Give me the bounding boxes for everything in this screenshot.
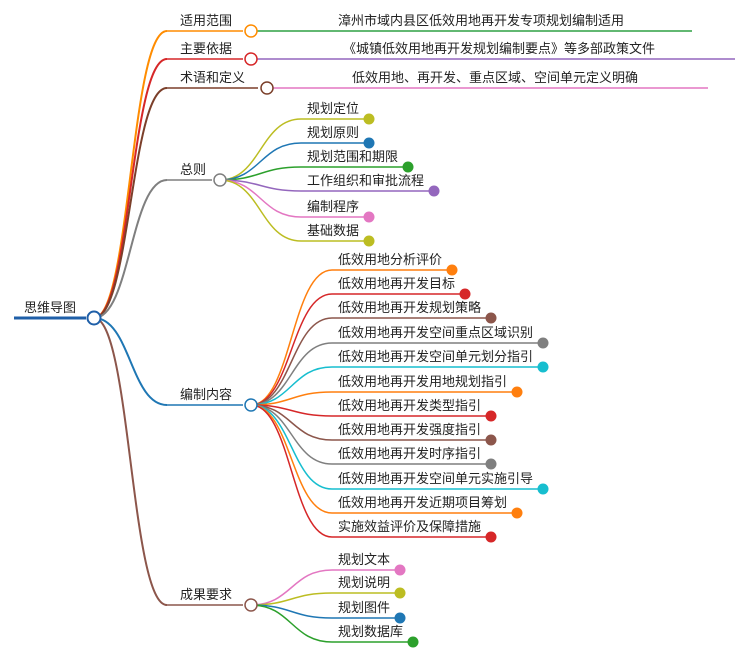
branch-label: 术语和定义 <box>180 71 245 86</box>
connector-layer <box>14 30 735 643</box>
leaf-label: 低效用地再开发近期项目筹划 <box>338 495 507 511</box>
branch-connector <box>93 317 168 406</box>
branch-label: 适用范围 <box>180 14 232 29</box>
leaf-label: 规划图件 <box>338 601 390 616</box>
branch-label: 总则 <box>180 163 206 178</box>
leaf-label: 《城镇低效用地再开发规划编制要点》等多部政策文件 <box>343 41 655 57</box>
leaf-label: 低效用地再开发空间重点区域识别 <box>338 325 533 341</box>
leaf-dot <box>428 185 440 197</box>
leaf-connector <box>250 404 333 514</box>
leaf-connector <box>250 569 333 606</box>
leaf-connector <box>219 118 302 181</box>
leaf-connector <box>250 317 333 406</box>
leaf-dot <box>485 531 497 543</box>
branch-connector <box>93 30 168 319</box>
leaf-label: 漳州市域内县区低效用地再开发专项规划编制适用 <box>338 13 624 29</box>
root-node-circle[interactable] <box>86 310 102 326</box>
leaf-dot <box>485 312 497 324</box>
leaf-dot <box>459 288 471 300</box>
leaf-connector <box>219 142 302 181</box>
leaf-label: 低效用地再开发时序指引 <box>338 446 481 462</box>
leaf-dot <box>394 564 406 576</box>
branch-node-circle[interactable] <box>244 24 258 38</box>
branch-node-circle[interactable] <box>244 52 258 66</box>
branch-connector <box>93 317 168 606</box>
leaf-connector <box>250 366 333 406</box>
leaf-label: 低效用地再开发空间单元实施引导 <box>338 471 533 487</box>
branch-node-circle[interactable] <box>260 81 274 95</box>
leaf-label: 低效用地再开发规划策略 <box>338 300 481 316</box>
root-label: 思维导图 <box>24 301 76 316</box>
leaf-dot <box>394 587 406 599</box>
leaf-connector <box>250 404 333 465</box>
leaf-label: 低效用地再开发空间单元划分指引 <box>338 349 533 365</box>
leaf-label: 规划范围和期限 <box>307 150 398 165</box>
leaf-label: 工作组织和审批流程 <box>307 174 424 189</box>
leaf-connector <box>219 179 302 242</box>
branch-connector <box>93 179 168 319</box>
leaf-label: 规划数据库 <box>338 624 403 640</box>
leaf-dot <box>407 636 419 648</box>
branch-label: 成果要求 <box>180 588 232 603</box>
branch-connector <box>93 87 168 319</box>
leaf-connector <box>250 404 333 490</box>
leaf-label: 低效用地分析评价 <box>338 253 442 268</box>
leaf-connector <box>250 269 333 406</box>
leaf-dot <box>537 483 549 495</box>
leaf-label: 规划说明 <box>338 576 390 591</box>
leaf-dot <box>402 161 414 173</box>
leaf-dot <box>363 137 375 149</box>
leaf-label: 低效用地再开发强度指引 <box>338 422 481 438</box>
leaf-label: 规划文本 <box>338 553 390 568</box>
branch-node-circle[interactable] <box>244 598 258 612</box>
leaf-dot <box>363 113 375 125</box>
leaf-dot <box>511 507 523 519</box>
leaf-label: 低效用地再开发类型指引 <box>338 398 481 414</box>
leaf-dot <box>485 458 497 470</box>
branch-node-circle[interactable] <box>213 173 227 187</box>
leaf-dot <box>363 235 375 247</box>
leaf-dot <box>363 211 375 223</box>
leaf-dot <box>485 410 497 422</box>
leaf-dot <box>537 337 549 349</box>
leaf-connector <box>250 293 333 406</box>
leaf-label: 规划原则 <box>307 126 359 141</box>
leaf-dot <box>446 264 458 276</box>
leaf-label: 规划定位 <box>307 102 359 117</box>
branch-label: 编制内容 <box>180 387 232 403</box>
leaf-label: 基础数据 <box>307 224 359 239</box>
leaf-dot <box>537 361 549 373</box>
branch-label: 主要依据 <box>180 42 232 57</box>
branch-node-circle[interactable] <box>244 398 258 412</box>
leaf-connector <box>250 404 333 538</box>
leaf-label: 编制程序 <box>307 200 359 215</box>
leaf-connector <box>250 342 333 406</box>
leaf-connector <box>250 604 333 643</box>
leaf-dot <box>511 386 523 398</box>
leaf-dot <box>394 612 406 624</box>
leaf-label: 低效用地再开发目标 <box>338 276 455 292</box>
leaf-label: 低效用地、再开发、重点区域、空间单元定义明确 <box>352 70 638 86</box>
leaf-dot <box>485 434 497 446</box>
leaf-label: 实施效益评价及保障措施 <box>338 520 481 535</box>
leaf-label: 低效用地再开发用地规划指引 <box>338 374 507 390</box>
